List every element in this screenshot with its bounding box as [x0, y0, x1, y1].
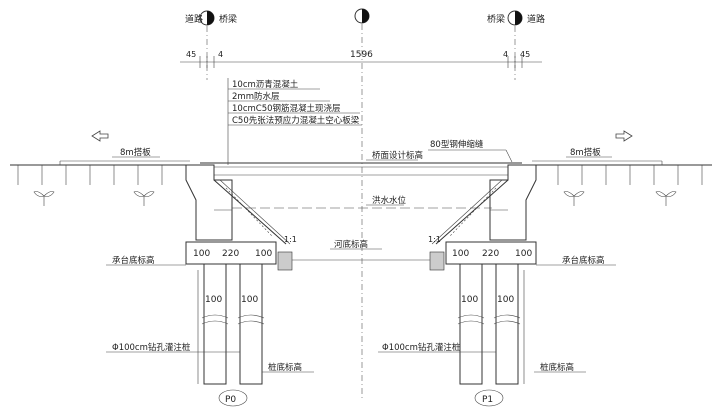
label-approach-slab-right: 8m搭板 — [570, 147, 601, 158]
pier-label-bubble-left — [218, 389, 248, 407]
deck-layer-4: C50先张法预应力混凝土空心板梁 — [232, 115, 360, 126]
pier-label-right: P1 — [482, 395, 493, 405]
bridge-deck — [200, 162, 522, 176]
dim-left-outer: 45 — [186, 50, 196, 59]
label-cap-bottom-right: 承台底标高 — [562, 255, 605, 266]
centerline-marker-left — [199, 10, 215, 80]
piles-right — [457, 263, 525, 385]
pile-dim-left-1: 100 — [205, 295, 222, 305]
label-pile-bottom-left: 桩底标高 — [268, 362, 302, 373]
label-slope-left: 1:1 — [284, 235, 297, 244]
label-pile-bottom-right: 桩底标高 — [540, 362, 574, 373]
dim-left-inner: 4 — [218, 50, 223, 59]
label-riverbed: 河底标高 — [334, 239, 368, 250]
abutment-right — [429, 164, 537, 271]
plant-icon — [33, 191, 677, 206]
label-water-level: 洪水水位 — [372, 195, 407, 206]
dim-right-outer: 45 — [520, 50, 530, 59]
mark-right-bridge: 桥梁 — [487, 13, 505, 25]
pile-dim-right-1: 100 — [461, 295, 478, 305]
cap-dim-right-3: 100 — [515, 249, 532, 259]
arrow-right-icon — [615, 130, 633, 142]
deck-layer-3: 10cmC50钢筋混凝土现浇层 — [232, 103, 341, 114]
label-deck-elev: 桥面设计标高 — [372, 150, 423, 161]
dimension-line — [180, 56, 542, 68]
label-pile-left: Φ100cm钻孔灌注桩 — [112, 342, 191, 353]
label-pile-right: Φ100cm钻孔灌注桩 — [382, 342, 461, 353]
road-surface — [10, 160, 712, 185]
label-slope-right: 1:1 — [428, 235, 441, 244]
label-cap-bottom-left: 承台底标高 — [112, 255, 155, 266]
cap-dim-left-2: 220 — [222, 249, 239, 259]
arrow-left-icon — [91, 130, 109, 142]
pier-label-bubble-right — [474, 389, 504, 407]
mark-left-bridge: 桥梁 — [219, 13, 237, 25]
label-expansion-joint: 80型钢伸缩缝 — [430, 139, 484, 150]
deck-layer-2: 2mm防水层 — [232, 91, 279, 102]
cap-dim-right-2: 220 — [482, 249, 499, 259]
cap-dim-left-1: 100 — [193, 249, 210, 259]
pier-label-left: P0 — [225, 395, 236, 405]
mark-left-road: 道路 — [185, 13, 203, 25]
pile-dim-right-2: 100 — [497, 295, 514, 305]
label-approach-slab-left: 8m搭板 — [120, 147, 151, 158]
dim-span: 1596 — [350, 50, 373, 60]
cap-dim-left-3: 100 — [255, 249, 272, 259]
dim-right-inner: 4 — [503, 50, 508, 59]
centerline-marker-center — [354, 8, 370, 398]
deck-layer-callout — [227, 78, 362, 165]
abutment-left — [185, 164, 293, 271]
pile-dim-left-2: 100 — [241, 295, 258, 305]
deck-layer-1: 10cm沥青混凝土 — [232, 79, 299, 90]
piles-left — [197, 263, 265, 385]
centerline-marker-right — [507, 10, 523, 80]
mark-right-road: 道路 — [527, 13, 545, 25]
cap-dim-right-1: 100 — [452, 249, 469, 259]
